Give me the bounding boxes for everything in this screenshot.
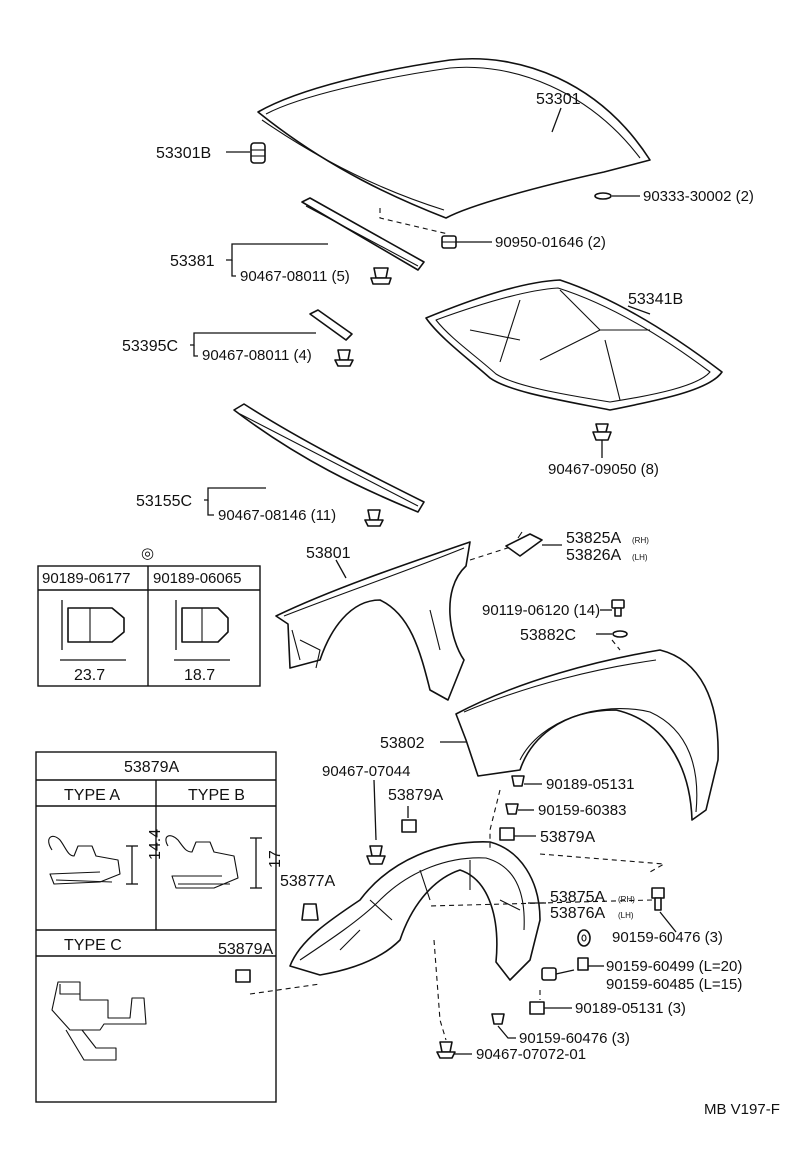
label-hood: 53301 <box>536 91 581 108</box>
label-fender-rh: 53802 <box>380 735 425 752</box>
label-hood-cushion: 53301B <box>156 145 211 162</box>
clip-icon <box>592 423 612 441</box>
label-hood-plug: 90333-30002 (2) <box>643 188 754 205</box>
clip-icon <box>366 845 386 865</box>
label-fender-bracket-lh: 53826A <box>566 547 621 564</box>
inset-left-part: 90189-06177 <box>42 570 130 587</box>
hood-plug-part <box>594 192 612 200</box>
label-seal-rear: 53155C <box>136 493 192 510</box>
fender-lh-part <box>275 541 471 701</box>
clip-icon <box>61 600 125 650</box>
clip-type-b-icon <box>165 835 239 889</box>
clip-icon <box>401 819 417 833</box>
label-screw-7: 90159-60476 (3) <box>519 1030 630 1047</box>
hood-nut-part <box>441 235 457 249</box>
inset-type-c: TYPE C <box>64 937 122 954</box>
seal-side-part <box>309 309 353 341</box>
fender-cushion-part <box>612 630 628 638</box>
inset-dim-a: 14.4 <box>147 829 164 860</box>
label-fender-cushion: 53882C <box>520 627 576 644</box>
clip-type-a-icon <box>48 835 121 885</box>
label-liner-clip-a1: 53879A <box>388 787 443 804</box>
label-fender-bracket-lh-sub: (LH) <box>632 553 648 562</box>
inset-clips-box: ◎ 90189-06177 90189-06065 23.7 18.7 <box>37 545 261 687</box>
label-screw-4: 90159-60499 (L=20) <box>606 958 742 975</box>
screw-icon <box>651 887 665 911</box>
screw-icon <box>577 957 589 971</box>
seal-rear-part <box>233 403 425 513</box>
label-fender-bracket-rh: 53825A <box>566 530 621 547</box>
inset-type-a: TYPE A <box>64 787 120 804</box>
label-liner-lh-sub: (LH) <box>618 911 634 920</box>
inset-left-dim: 23.7 <box>74 667 105 684</box>
clip-icon <box>235 969 251 983</box>
screw-icon <box>529 1001 545 1015</box>
inset-types-box: 53879A TYPE A TYPE B TYPE C 14.4 17 <box>35 751 284 1103</box>
label-hood-insulator: 53341B <box>628 291 683 308</box>
fender-bracket-part <box>505 531 543 557</box>
label-fender-bracket-rh-sub: (RH) <box>632 536 649 545</box>
clip-icon <box>364 509 384 527</box>
label-liner-rh: 53875A <box>550 889 605 906</box>
inset-marker: ◎ <box>141 545 154 562</box>
bolt-icon <box>541 967 575 981</box>
washer-icon <box>577 929 591 947</box>
hood-cushion-part <box>250 142 266 164</box>
clip-icon <box>370 267 392 285</box>
label-clip-bottom: 90467-07072-01 <box>476 1046 586 1063</box>
label-liner-lh: 53876A <box>550 905 605 922</box>
inset-right-dim: 18.7 <box>184 667 215 684</box>
label-liner-clip-b: 53877A <box>280 873 335 890</box>
label-liner-clip-top: 90467-07044 <box>322 763 410 780</box>
screw-icon <box>491 1013 505 1025</box>
fender-liner-part <box>289 841 541 981</box>
clip-icon <box>436 1041 456 1059</box>
label-hood-seal-front: 53381 <box>170 253 215 270</box>
hood-insulator-part <box>425 279 723 411</box>
label-liner-clip-a3: 53879A <box>540 829 595 846</box>
footer-code: MB V197-F <box>704 1101 780 1118</box>
hood-seal-front-part <box>301 197 425 271</box>
inset-types-title: 53879A <box>124 759 179 776</box>
label-screw-5: 90159-60485 (L=15) <box>606 976 742 993</box>
label-liner-clip-a2: 53879A <box>218 941 273 958</box>
label-fender-bolt: 90119-06120 (14) <box>482 602 600 619</box>
screw-icon <box>505 803 519 815</box>
hood-panel <box>257 58 651 219</box>
screw-icon <box>511 775 525 787</box>
clip-icon <box>499 827 515 841</box>
inset-right-part: 90189-06065 <box>153 570 241 587</box>
label-hood-nut: 90950-01646 (2) <box>495 234 606 251</box>
clip-icon <box>175 600 229 650</box>
clip-icon <box>301 903 319 921</box>
label-hood-seal-front-clip: 90467-08011 (5) <box>240 268 350 285</box>
label-screw-3: 90159-60476 (3) <box>612 929 723 946</box>
label-screw-1: 90189-05131 <box>546 776 634 793</box>
bolt-icon <box>611 599 625 617</box>
inset-dim-b: 17 <box>267 850 284 868</box>
clip-icon <box>334 349 354 367</box>
clip-type-c-icon <box>51 981 147 1061</box>
label-screw-2: 90159-60383 <box>538 802 626 819</box>
label-seal-side-clip: 90467-08011 (4) <box>202 347 312 364</box>
label-seal-rear-clip: 90467-08146 (11) <box>218 507 336 524</box>
label-screw-6: 90189-05131 (3) <box>575 1000 686 1017</box>
inset-type-b: TYPE B <box>188 787 245 804</box>
label-liner-rh-sub: (RH) <box>618 895 635 904</box>
fender-rh-part <box>455 649 719 821</box>
label-seal-side: 53395C <box>122 338 178 355</box>
label-fender-lh: 53801 <box>306 545 351 562</box>
label-insulator-clip: 90467-09050 (8) <box>548 461 659 478</box>
